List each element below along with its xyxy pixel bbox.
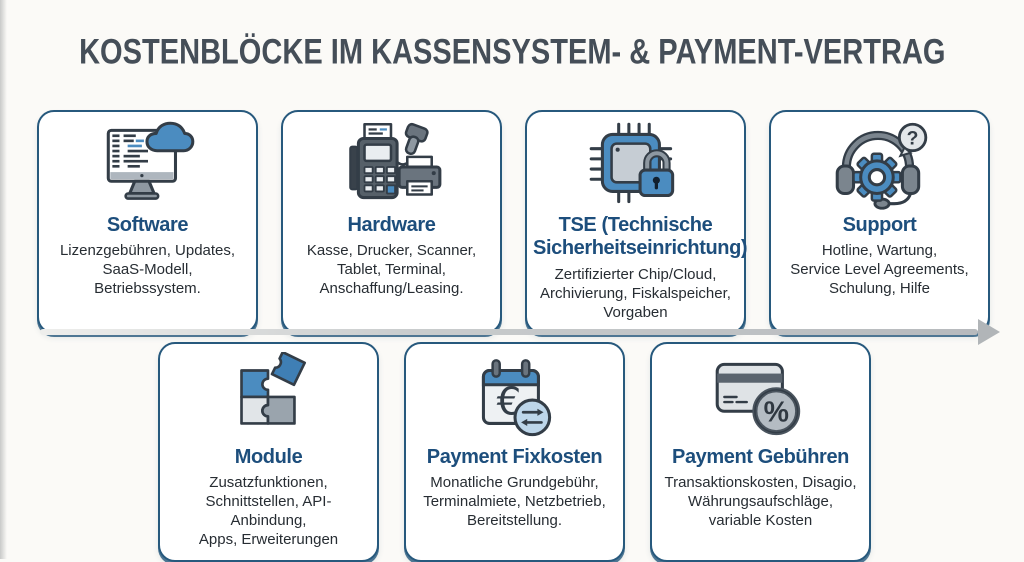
card-payment-gebuehren: % Payment Gebühren Transaktionskosten, D… <box>650 342 871 562</box>
arrow-head-icon <box>978 319 1000 345</box>
top-row: Software Lizenzgebühren, Updates, SaaS-M… <box>37 110 990 335</box>
card-description: Transaktionskosten, Disagio, Währungsauf… <box>664 474 857 530</box>
svg-text:?: ? <box>906 128 918 150</box>
card-tse: TSE (Technische Sicherheitseinrichtung) … <box>525 110 748 335</box>
card-module: Module Zusatzfunktionen, Schnittstellen,… <box>158 342 379 562</box>
card-title: Payment Gebühren <box>672 446 849 468</box>
card-software: Software Lizenzgebühren, Updates, SaaS-M… <box>37 110 258 335</box>
svg-text:%: % <box>763 396 788 428</box>
card-payment-fixkosten: € Payment Fixkosten Monatliche Grundgebü… <box>404 342 625 562</box>
card-description: Zusatzfunktionen, Schnittstellen, API-An… <box>198 474 339 549</box>
card-description: Kasse, Drucker, Scanner, Tablet, Termina… <box>306 242 477 298</box>
timeline-arrow <box>40 319 1000 345</box>
card-hardware: Hardware Kasse, Drucker, Scanner, Tablet… <box>281 110 502 335</box>
arrow-shaft <box>40 329 978 335</box>
card-title: Software <box>106 214 189 236</box>
credit-card-percent-icon: % <box>715 362 800 436</box>
card-title: Module <box>234 446 303 468</box>
card-description: Monatliche Grundgebühr, Terminalmiete, N… <box>423 474 606 530</box>
card-description: Lizenzgebühren, Updates, SaaS-Modell, Be… <box>59 242 236 298</box>
card-description: Zertifizierter Chip/Cloud, Archivierung,… <box>540 265 731 321</box>
monitor-cloud-icon <box>106 121 194 200</box>
card-title: TSE (Technische Sicherheitseinrichtung) <box>533 214 748 260</box>
page-title-text: KOSTENBLÖCKE IM KASSENSYSTEM- & PAYMENT-… <box>78 31 946 72</box>
card-support: ? Support Hotline, Wa <box>769 110 990 335</box>
puzzle-pieces-icon <box>239 352 306 425</box>
pos-terminal-scanner-printer-icon <box>348 122 441 200</box>
page-title: KOSTENBLÖCKE IM KASSENSYSTEM- & PAYMENT-… <box>0 31 1024 72</box>
bottom-row: Module Zusatzfunktionen, Schnittstellen,… <box>158 342 871 562</box>
card-description: Hotline, Wartung, Service Level Agreemen… <box>790 242 969 298</box>
calendar-euro-arrows-icon: € <box>481 359 551 437</box>
card-title: Hardware <box>347 214 436 236</box>
chip-lock-icon <box>589 122 674 204</box>
headset-gear-question-icon: ? <box>835 122 927 210</box>
card-title: Support <box>842 214 917 236</box>
photo-edge-artifact <box>0 0 7 559</box>
card-title: Payment Fixkosten <box>426 446 603 468</box>
